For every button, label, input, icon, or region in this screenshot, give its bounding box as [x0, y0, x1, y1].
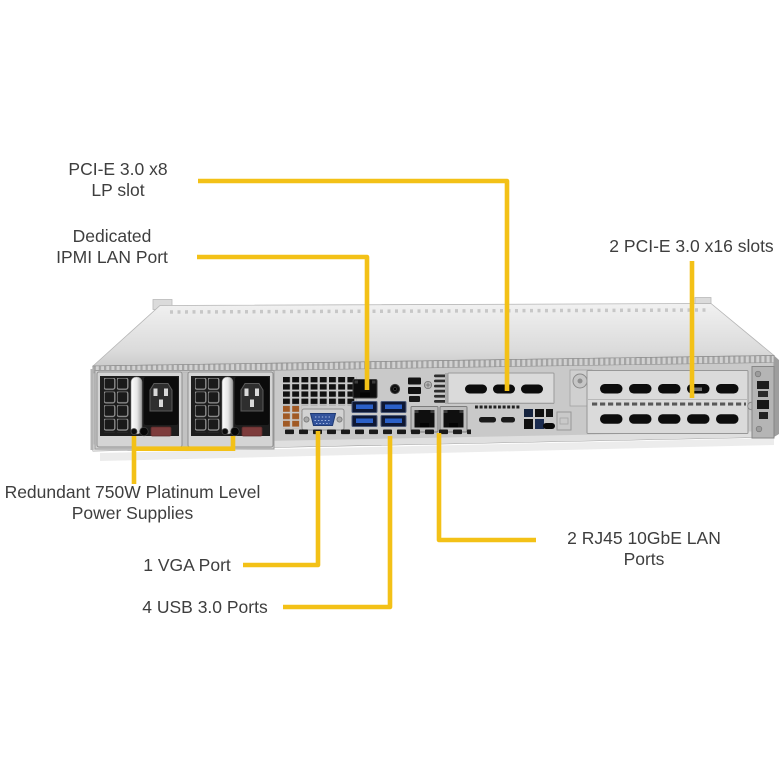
right-connector-panel [751, 366, 775, 439]
psu-led [130, 428, 138, 435]
label-line: Redundant 750W Platinum Level [4, 482, 261, 502]
riser-slots [445, 366, 775, 439]
motherboard-small-ports [475, 405, 572, 431]
slotted-vent [434, 374, 448, 403]
misc-ports [408, 377, 421, 402]
panel-screw [423, 380, 433, 390]
label-usb-ports: 4 USB 3.0 Ports [130, 597, 280, 618]
chassis-left-edge [90, 369, 94, 450]
callout-lines [131, 178, 695, 610]
psu-latch [241, 426, 263, 437]
label-line: 4 USB 3.0 Ports [142, 597, 268, 617]
label-ipmi-lan-port: Dedicated IPMI LAN Port [20, 226, 204, 268]
label-power-supplies: Redundant 750W Platinum Level Power Supp… [2, 482, 263, 524]
label-pcie-x16-slots: 2 PCI-E 3.0 x16 slots [601, 236, 782, 257]
label-line: LP slot [91, 180, 145, 200]
label-line: 2 RJ45 10GbE LAN [567, 528, 721, 548]
psu-button [230, 426, 240, 437]
chassis-right-edge [774, 355, 779, 437]
label-line: PCI-E 3.0 x8 [68, 159, 168, 179]
psu-latch [150, 426, 172, 437]
label-vga-port: 1 VGA Port [131, 555, 243, 576]
callout-line-ipmi [197, 254, 370, 390]
callout-line-lan [436, 433, 536, 543]
vga-port [301, 408, 345, 431]
psu-handle [130, 376, 143, 435]
callout-line-pcie-lp [198, 178, 510, 391]
label-lan-ports: 2 RJ45 10GbE LAN Ports [554, 528, 734, 570]
callout-line-psu [131, 436, 236, 484]
server-chassis [90, 297, 779, 461]
pcie-x16-slots [586, 370, 756, 434]
io-panel [283, 374, 471, 435]
rj45-lan-ports [410, 406, 468, 433]
usb-3-ports [351, 401, 407, 427]
bottom-dash-row [285, 429, 471, 435]
label-line: Dedicated [72, 226, 152, 246]
round-jack-pin [393, 387, 397, 391]
label-line: IPMI LAN Port [56, 247, 168, 267]
psu-vent-grid [104, 378, 130, 433]
psu-led [221, 428, 229, 435]
psu-handle [221, 376, 234, 435]
callout-line-usb [283, 436, 393, 610]
label-line: 2 PCI-E 3.0 x16 slots [609, 236, 774, 256]
psu-bays [94, 370, 275, 450]
label-line: Power Supplies [71, 503, 194, 523]
psu-button [139, 426, 149, 437]
label-line: Ports [623, 549, 665, 569]
psu-right [187, 371, 274, 448]
io-vent-grid [283, 377, 357, 406]
psu-vent-grid [195, 378, 221, 433]
label-pcie-lp-slot: PCI-E 3.0 x8 LP slot [28, 159, 208, 201]
psu-left [96, 371, 183, 448]
label-line: 1 VGA Port [143, 555, 231, 575]
callout-line-vga [243, 431, 321, 568]
io-vent-copper [283, 406, 302, 429]
pcie-lp-slot [445, 372, 555, 404]
